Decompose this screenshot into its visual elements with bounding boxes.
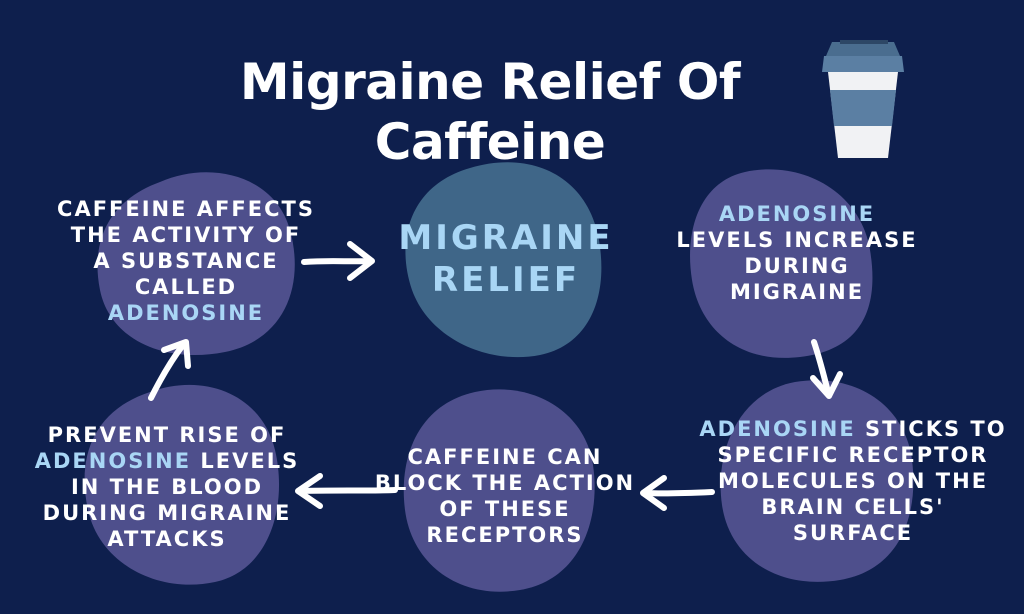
arrow-left-icon	[295, 473, 398, 509]
node-line: CAFFEINE AFFECTS	[57, 197, 315, 221]
node-line-rest: STICKS TO	[855, 417, 1007, 441]
node-line: RECEPTORS	[426, 523, 584, 547]
center-label-line-2: RELIEF	[431, 260, 581, 300]
arrow-down-icon	[810, 339, 843, 399]
arrow-up-icon	[148, 339, 191, 401]
node-line-second: ADENOSINE LEVELS	[22, 448, 312, 474]
node-highlight: ADENOSINE	[107, 301, 265, 325]
node-line: LEVELS INCREASE	[676, 228, 918, 252]
node-line: THE ACTIVITY OF	[70, 223, 302, 247]
coffee-cup-icon	[822, 40, 904, 158]
arrow-left-icon	[640, 475, 715, 511]
arrow-right-icon	[301, 241, 375, 281]
center-label-line-1: MIGRAINE	[398, 218, 614, 258]
node-line: MOLECULES ON THE	[717, 469, 989, 493]
node-top-left: CAFFEINE AFFECTS THE ACTIVITY OF A SUBST…	[40, 196, 332, 326]
blob-bottom-left	[84, 384, 280, 585]
node-top-right: ADENOSINE LEVELS INCREASE DURING MIGRAIN…	[662, 201, 932, 305]
node-highlight: ADENOSINE	[699, 417, 856, 441]
node-bottom-middle: CAFFEINE CAN BLOCK THE ACTION OF THESE R…	[360, 444, 650, 548]
blob-bottom-middle	[403, 389, 595, 592]
node-highlight: ADENOSINE	[34, 449, 192, 473]
node-line: BLOCK THE ACTION	[374, 471, 636, 495]
node-bottom-left: PREVENT RISE OF ADENOSINE LEVELS IN THE …	[22, 422, 312, 552]
node-line: SURFACE	[792, 521, 914, 545]
node-line: ATTACKS	[107, 527, 227, 551]
center-label: MIGRAINE RELIEF	[392, 217, 620, 301]
page-title: Migraine Relief Of Caffeine	[239, 53, 741, 171]
node-line: PREVENT RISE OF	[47, 423, 287, 447]
node-highlight: ADENOSINE	[718, 202, 876, 226]
node-line: MIGRAINE	[729, 280, 865, 304]
node-line: IN THE BLOOD	[70, 475, 264, 499]
blob-center	[405, 162, 602, 358]
node-line-rest: LEVELS	[191, 449, 300, 473]
blob-top-left	[97, 172, 295, 356]
node-line: OF THESE	[439, 497, 571, 521]
node-line-first: ADENOSINE STICKS TO	[688, 416, 1018, 442]
blob-bottom-right	[720, 380, 914, 582]
node-line: BRAIN CELLS'	[761, 495, 945, 519]
node-line: DURING	[744, 254, 850, 278]
node-bottom-right: ADENOSINE STICKS TO SPECIFIC RECEPTOR MO…	[688, 416, 1018, 546]
node-line: DURING MIGRAINE	[42, 501, 292, 525]
node-line: CALLED	[134, 275, 238, 299]
node-line: CAFFEINE CAN	[407, 445, 603, 469]
blob-top-right	[690, 169, 873, 358]
node-line: SPECIFIC RECEPTOR	[717, 443, 989, 467]
node-line: A SUBSTANCE	[93, 249, 279, 273]
